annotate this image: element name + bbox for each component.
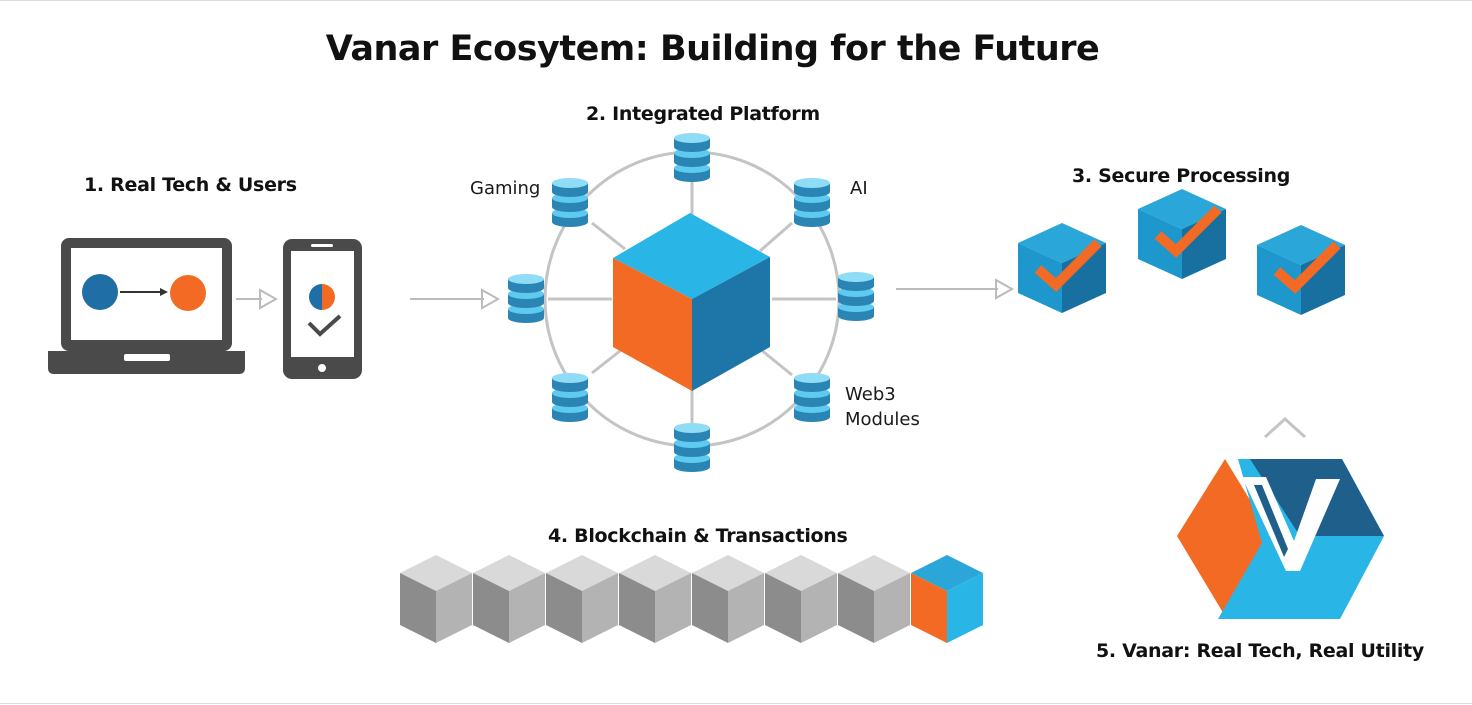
phone-to-platform-arrow xyxy=(410,288,501,310)
block-cube-3 xyxy=(546,555,618,643)
block-cube-1 xyxy=(400,555,472,643)
database-icon-ai xyxy=(794,178,830,227)
section-2-heading: 2. Integrated Platform xyxy=(586,103,820,125)
database-icon-right xyxy=(838,272,874,321)
section-4-heading: 4. Blockchain & Transactions xyxy=(548,525,848,547)
platform-cube-icon xyxy=(613,213,770,391)
diagram-title: Vanar Ecosytem: Building for the Future xyxy=(325,29,1100,69)
platform-to-secure-arrow xyxy=(896,278,1015,300)
gaming-label: Gaming xyxy=(470,178,541,199)
blockchain-chain xyxy=(400,555,983,643)
secure-cube-check-1 xyxy=(1018,223,1106,313)
laptop-icon xyxy=(48,238,245,374)
vanar-logo xyxy=(1177,459,1384,619)
section-3-heading: 3. Secure Processing xyxy=(1072,165,1291,187)
ai-label: AI xyxy=(850,178,868,199)
database-icon-top xyxy=(674,133,710,182)
database-icon-web3 xyxy=(794,373,830,422)
secure-cube-check-3 xyxy=(1257,225,1345,315)
chevron-up-icon xyxy=(1263,416,1307,439)
secure-cube-check-2 xyxy=(1138,189,1226,279)
database-icon-bottom-left xyxy=(552,373,588,422)
block-cube-2 xyxy=(473,555,545,643)
block-cube-5 xyxy=(692,555,764,643)
checkmark-icon xyxy=(307,314,342,337)
section-5-heading: 5. Vanar: Real Tech, Real Utility xyxy=(1096,640,1424,662)
block-cube-6 xyxy=(765,555,837,643)
database-icon-bottom xyxy=(674,423,710,472)
block-cube-highlight xyxy=(911,555,983,643)
block-cube-4 xyxy=(619,555,691,643)
web3-label-line2: Modules xyxy=(845,409,920,430)
database-icon-left xyxy=(508,274,544,323)
section-1-heading: 1. Real Tech & Users xyxy=(84,174,297,196)
block-cube-7 xyxy=(838,555,910,643)
database-icon-gaming xyxy=(552,178,588,227)
laptop-to-phone-arrow xyxy=(236,288,279,310)
smartphone-icon xyxy=(283,239,362,379)
web3-label-line1: Web3 xyxy=(845,384,896,405)
